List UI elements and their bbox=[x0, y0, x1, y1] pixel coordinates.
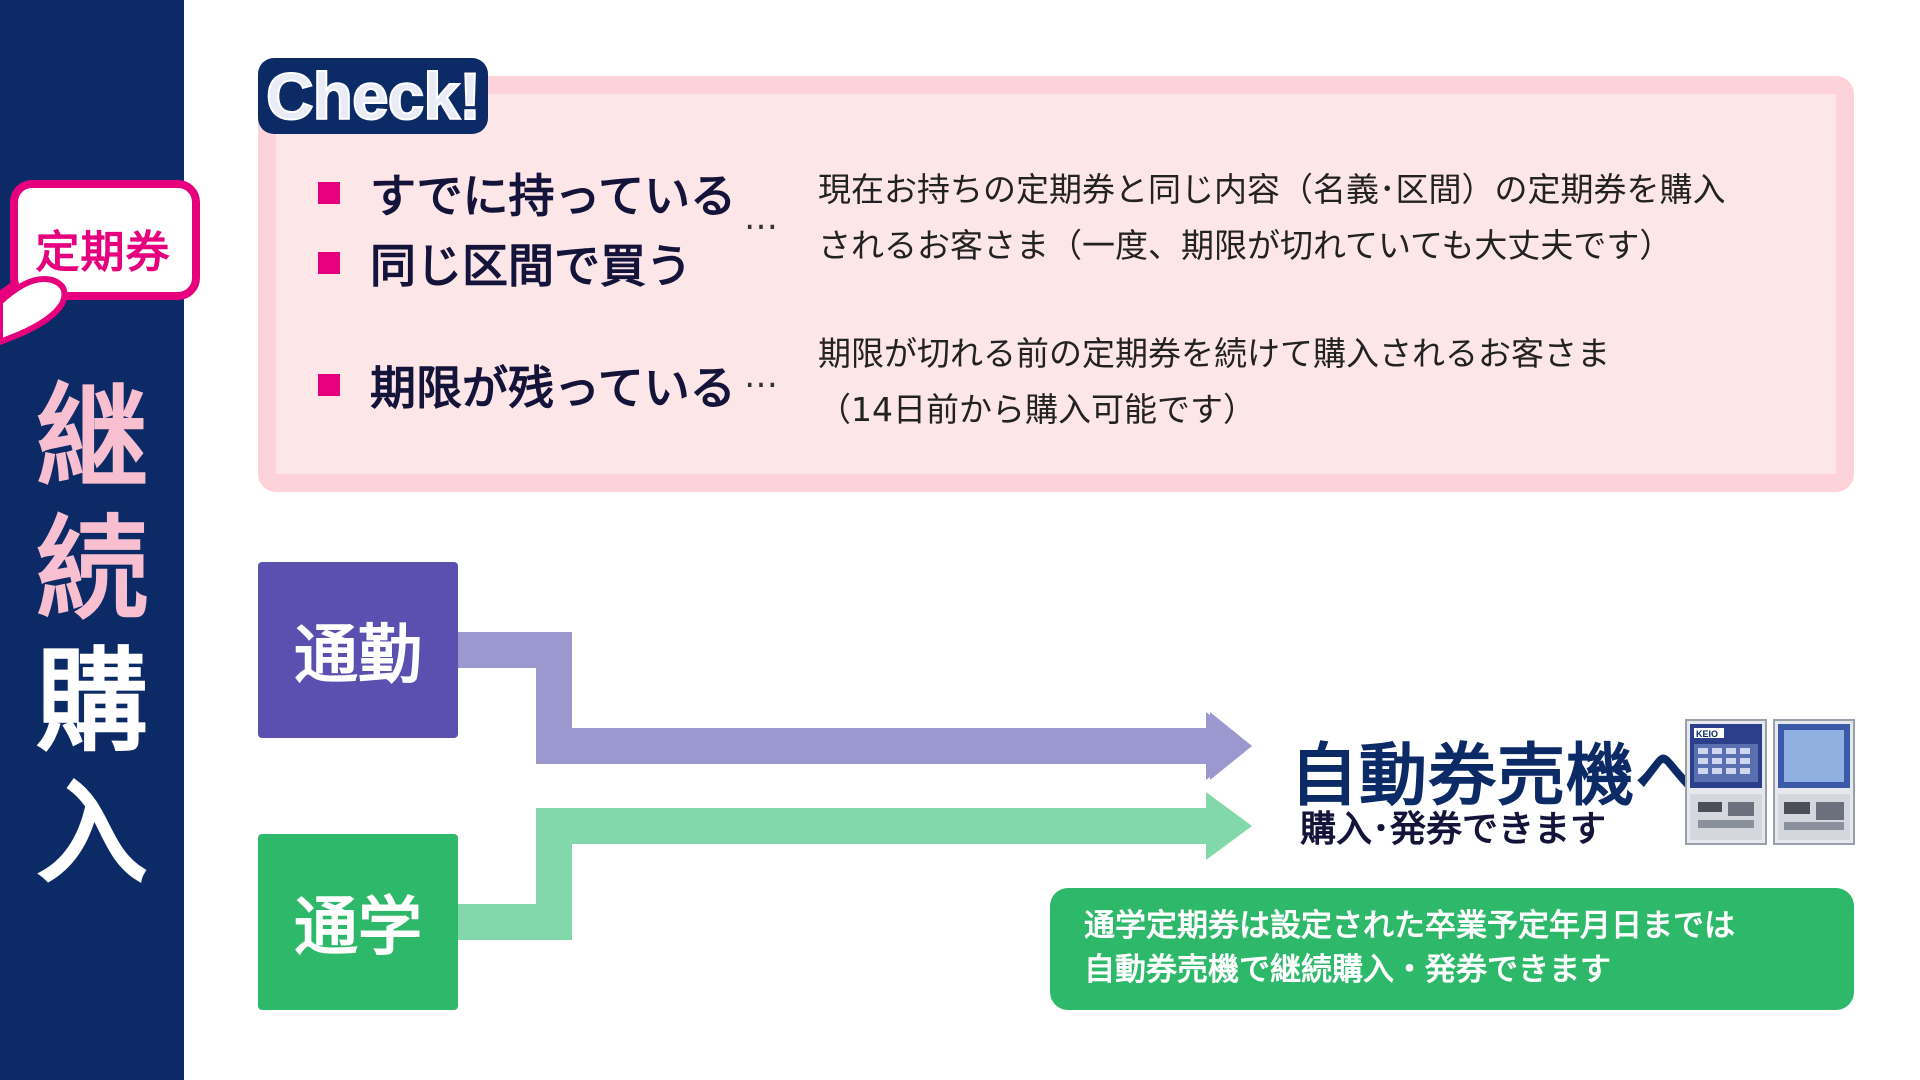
commute-box: 通勤 bbox=[258, 562, 458, 738]
description-line: （14日前から購入可能です） bbox=[818, 390, 1256, 429]
school-note-box: 通学定期券は設定された卒業予定年月日までは 自動券売機で継続購入・発券できます bbox=[1050, 888, 1854, 1010]
description-line: されるお客さま（一度、期限が切れていても大丈夫です） bbox=[818, 226, 1673, 265]
check-item: 同じ区間で買う bbox=[318, 230, 692, 296]
check-item-text: 同じ区間で買う bbox=[370, 239, 692, 293]
destination-title: 自動券売機へ bbox=[1290, 737, 1705, 816]
destination-subtitle: 購入･発券できます bbox=[1300, 809, 1607, 850]
bullet-square-icon bbox=[318, 182, 340, 204]
check-item: 期限が残っている bbox=[318, 352, 736, 418]
check-panel bbox=[258, 76, 1854, 492]
title-char: 続 bbox=[36, 505, 148, 635]
check-item-text: すでに持っている bbox=[370, 169, 737, 223]
vertical-title: 継 続 購 入 bbox=[0, 372, 184, 900]
note-line: 通学定期券は設定された卒業予定年月日までは bbox=[1084, 908, 1735, 944]
title-char: 継 bbox=[36, 373, 148, 503]
check-item-text: 期限が残っている bbox=[370, 361, 736, 415]
machine-brand: KEIO bbox=[1696, 729, 1718, 739]
sidebar: 定期券 継 続 購 入 bbox=[0, 0, 200, 1080]
title-char: 入 bbox=[36, 769, 148, 899]
description-line: 現在お持ちの定期券と同じ内容（名義･区間）の定期券を購入 bbox=[818, 170, 1726, 209]
bullet-square-icon bbox=[318, 252, 340, 274]
title-char: 購 bbox=[36, 637, 148, 767]
check-panel-inner bbox=[276, 94, 1836, 474]
ellipsis: … bbox=[744, 198, 780, 238]
check-item: すでに持っている bbox=[318, 160, 736, 226]
bullet-square-icon bbox=[318, 374, 340, 396]
check-label: Check! bbox=[258, 58, 489, 134]
description-line: 期限が切れる前の定期券を続けて購入されるお客さま bbox=[818, 334, 1610, 373]
ticket-machine-icon: KEIO bbox=[1684, 718, 1856, 850]
note-line: 自動券売機で継続購入・発券できます bbox=[1084, 952, 1611, 988]
ticket-badge-icon: 定期券 bbox=[0, 176, 210, 346]
school-arrow-body bbox=[458, 792, 1252, 940]
school-box: 通学 bbox=[258, 834, 458, 1010]
ellipsis: … bbox=[744, 356, 780, 396]
commute-arrow-body bbox=[458, 632, 1252, 780]
badge-label: 定期券 bbox=[35, 227, 171, 278]
